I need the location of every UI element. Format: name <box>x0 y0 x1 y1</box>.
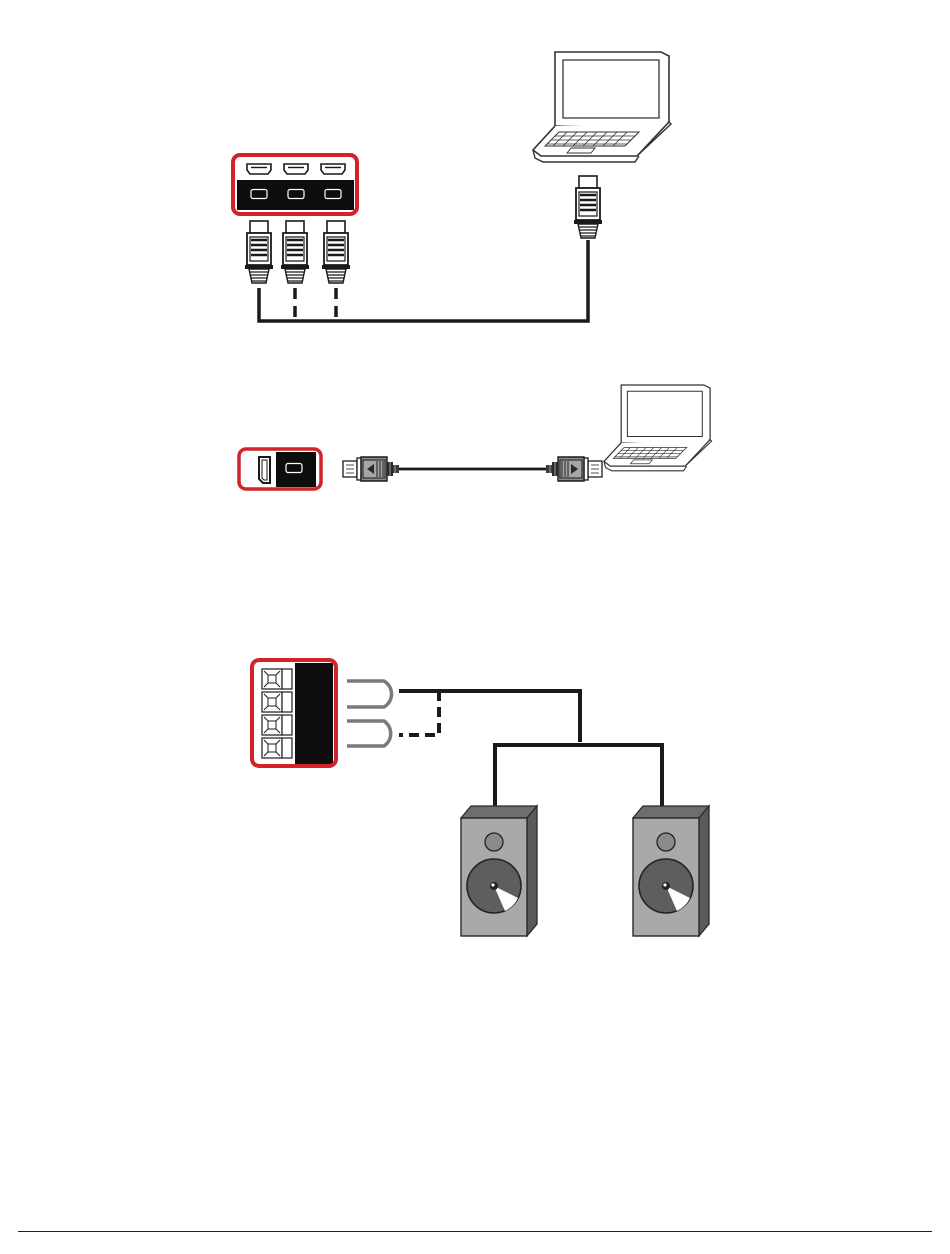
speaker-icon <box>461 806 537 936</box>
speaker-wires <box>347 681 662 815</box>
hdmi-cable <box>259 240 588 321</box>
hdmi-port-icon <box>321 164 345 174</box>
hdmi-connection-figure <box>233 52 671 321</box>
hdmi-port-icon <box>247 164 271 174</box>
hdmi-plug-icon <box>245 221 273 283</box>
terminal-icon <box>262 715 292 735</box>
hdmi-plug-icon <box>574 176 602 238</box>
speaker-terminal-block <box>252 660 336 766</box>
hdmi-plug-icon <box>322 221 350 283</box>
terminal-icon <box>262 669 292 689</box>
displayport-plug-icon <box>343 457 399 481</box>
displayport-plug-icon <box>546 457 602 481</box>
hdmi-plug-icon <box>281 221 309 283</box>
speaker-icon <box>633 806 709 936</box>
displayport-port-panel <box>239 449 321 489</box>
terminal-icon <box>262 738 292 758</box>
hdmi-port-panel <box>233 155 357 214</box>
terminal-icon <box>262 692 292 712</box>
displayport-connection-figure <box>239 385 712 489</box>
laptop-icon <box>604 385 712 471</box>
footer-divider <box>18 1231 932 1232</box>
displayport-port-icon <box>259 457 270 483</box>
speaker-connection-figure <box>252 660 709 936</box>
laptop-icon <box>533 52 671 162</box>
hdmi-port-icon <box>284 164 308 174</box>
